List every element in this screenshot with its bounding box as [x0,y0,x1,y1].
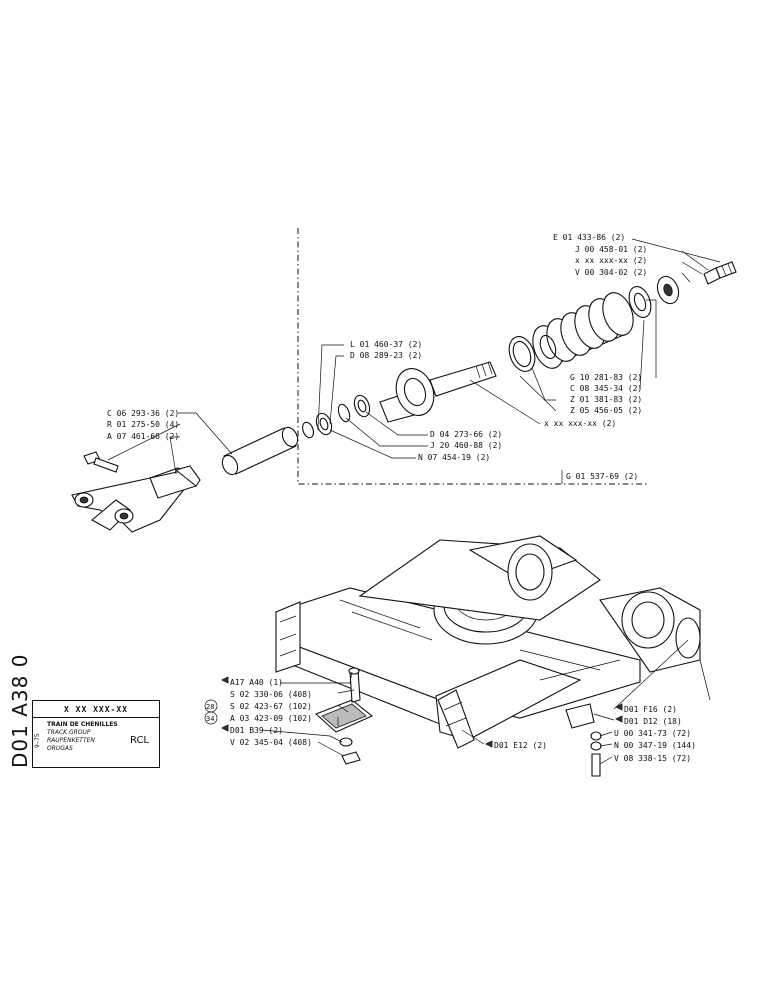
title-model: RCL [130,735,150,746]
section-frame-line [297,228,648,485]
coil-spring-part [532,292,634,369]
callout-top-4: V 00 304-02 (2) [575,268,647,277]
callout-top-5: L 01 460-37 (2) [350,340,422,349]
title-block: X XX XXX-XX TRAIN DE CHENILLES TRACK GRO… [32,700,160,768]
callout-top-8: C 08 345-34 (2) [570,384,642,393]
callout-top-18: G 01 537-69 (2) [566,472,638,481]
callout-top-7: G 10 281-83 (2) [570,373,642,382]
callout-top-15: D 04 273-66 (2) [430,430,502,439]
callout-bottom-3: S 02 423-67 (102) [230,702,312,711]
sheet-date: 9-75 [34,733,41,748]
title-part-code: X XX XXX-XX [33,701,159,718]
track-shoe-part [314,667,374,765]
callout-top-3: x xx xxx-xx (2) [575,256,647,265]
callout-top-9: Z 01 381-83 (2) [570,395,642,404]
callout-bottom-11: N 00 347-19 (144) [614,741,696,750]
ring-parts [302,394,371,439]
bolt-part [83,451,119,473]
o-ring-part [508,336,536,372]
title-name-es: ORUGAS [47,745,73,752]
callout-bottom-1: A17 A40 (1) [230,678,283,687]
washer-nut-parts [628,261,737,318]
callouts-top: E 01 433-86 (2) J 00 458-01 (2) x xx xxx… [107,233,647,484]
tube-part [221,426,299,476]
title-name-en: TRACK GROUP [47,729,91,736]
yoke-part [71,465,201,533]
leader-lines-bottom [261,639,711,765]
callout-top-10: Z 05 456-05 (2) [570,406,642,415]
track-frame [275,535,701,749]
callout-top-13: R 01 275-50 (4) [107,420,179,429]
title-name-de: RAUPENKETTEN [47,737,95,744]
callouts-bottom: A17 A40 (1) S 02 330-06 (408) 28 S 02 42… [204,676,696,763]
callout-top-1: E 01 433-86 (2) [553,233,625,242]
callout-bottom-12: V 08 338-15 (72) [614,754,691,763]
sheet-code: D01 A38 0 [8,653,32,768]
callout-top-16: J 20 460-88 (2) [430,441,502,450]
callout-bottom-2: S 02 330-06 (408) [230,690,312,699]
callout-top-2: J 00 458-01 (2) [575,245,647,254]
shaft-part [379,361,497,423]
title-names: TRAIN DE CHENILLES TRACK GROUP RAUPENKET… [47,721,118,753]
circled-ref-2: 34 [206,715,214,723]
callout-top-12: C 06 293-36 (2) [107,409,179,418]
callout-bottom-10: U 00 341-73 (72) [614,729,691,738]
callout-bottom-9: D01 D12 (18) [624,717,682,726]
title-name-fr: TRAIN DE CHENILLES [47,721,118,728]
callout-top-6: D 08 289-23 (2) [350,351,422,360]
callout-top-14: A 07 461-66 (2) [107,432,179,441]
callout-top-11: x xx xxx-xx (2) [544,419,616,428]
callout-bottom-8: D01 F16 (2) [624,705,677,714]
callout-bottom-7: D01 E12 (2) [494,741,547,750]
leader-lines-top [107,238,721,475]
callout-bottom-4: A 03 423-09 (102) [230,714,312,723]
callout-bottom-5: D01 B39 (2) [230,726,283,735]
circled-ref-1: 28 [206,703,214,711]
callout-bottom-6: V 02 345-04 (408) [230,738,312,747]
callout-top-17: N 07 454-19 (2) [418,453,490,462]
